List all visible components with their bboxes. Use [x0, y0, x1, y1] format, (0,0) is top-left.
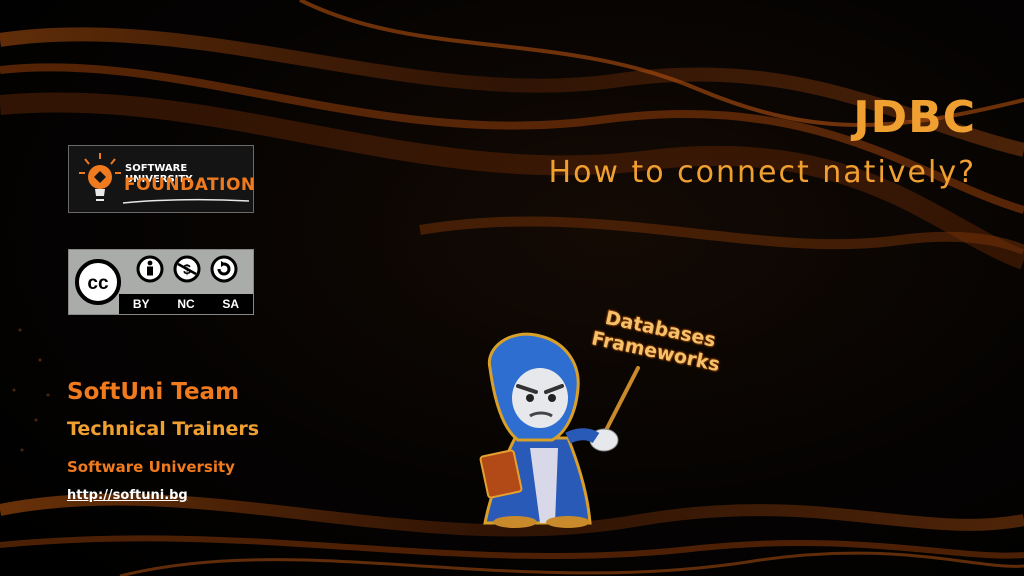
logo-underline — [122, 198, 250, 204]
attribution-icon — [136, 255, 164, 283]
author-team: SoftUni Team — [67, 379, 240, 405]
logo-main-text: FOUNDATION — [124, 175, 256, 195]
author-url-link[interactable]: http://softuni.bg — [67, 488, 188, 503]
noncommercial-icon: $ — [173, 255, 201, 283]
author-role: Technical Trainers — [67, 418, 260, 440]
sharealike-icon — [210, 255, 238, 283]
license-labels: BY NC SA — [119, 294, 253, 314]
license-label-by: BY — [132, 297, 150, 311]
foundation-logo[interactable]: SOFTWARE UNIVERSITY FOUNDATION — [68, 145, 256, 213]
slide-subtitle: How to connect natively? — [548, 155, 976, 190]
license-label-nc: NC — [177, 297, 195, 311]
cc-icon: cc — [75, 259, 121, 305]
logo-top-text: SOFTWARE UNIVERSITY — [125, 163, 193, 185]
license-badge[interactable]: cc $ BY NC SA — [68, 249, 254, 315]
slide-title: JDBC — [853, 92, 976, 143]
license-label-sa: SA — [222, 297, 240, 311]
svg-text:cc: cc — [87, 273, 109, 294]
wizard-illustration — [479, 332, 640, 528]
lightbulb-icon — [79, 153, 121, 201]
author-organization: Software University — [67, 458, 235, 476]
